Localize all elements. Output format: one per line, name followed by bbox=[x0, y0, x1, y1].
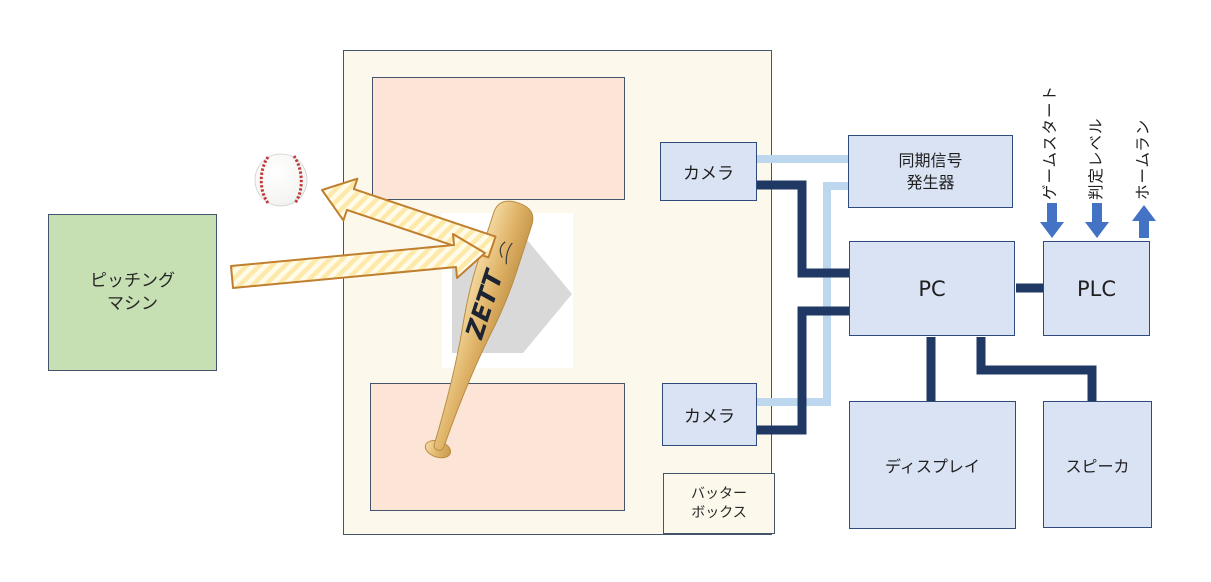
home-run-signal-label: ホームラン bbox=[1134, 118, 1152, 200]
plc-label: PLC bbox=[1076, 276, 1117, 301]
display-box: ディスプレイ bbox=[849, 401, 1016, 529]
camera-top-box: カメラ bbox=[660, 142, 757, 201]
wire-camera-top-to-pc bbox=[757, 180, 849, 278]
game-start-signal-label: ゲームスタート bbox=[1041, 84, 1059, 200]
judge-level-signal-label: 判定レベル bbox=[1087, 117, 1105, 200]
wire-camera-bottom-to-pc bbox=[757, 306, 849, 435]
plc-box: PLC bbox=[1043, 241, 1150, 336]
sync-signal-generator-box: 同期信号 発生器 bbox=[848, 135, 1013, 208]
batter-box-label-box: バッター ボックス bbox=[663, 473, 775, 534]
pc-label: PC bbox=[918, 276, 946, 301]
display-label: ディスプレイ bbox=[885, 457, 980, 476]
batter-box-label: バッター ボックス bbox=[691, 485, 747, 521]
pc-box: PC bbox=[849, 241, 1015, 336]
camera-bottom-box: カメラ bbox=[662, 383, 757, 446]
wire-pc-to-speaker bbox=[976, 337, 1097, 401]
camera-top-label: カメラ bbox=[683, 164, 734, 184]
pitching-machine-box: ピッチング マシン bbox=[48, 214, 217, 371]
camera-bottom-label: カメラ bbox=[684, 407, 735, 427]
wire-sync-to-camera-bottom bbox=[757, 182, 848, 406]
game-start-input-arrow bbox=[1040, 203, 1064, 238]
batter-zone-top bbox=[372, 77, 625, 200]
home-run-output-arrow bbox=[1132, 205, 1156, 238]
pitching-machine-label: ピッチング マシン bbox=[90, 270, 175, 314]
speaker-label: スピーカ bbox=[1065, 456, 1130, 476]
batter-zone-bottom bbox=[370, 383, 625, 511]
bat-signature-decoration bbox=[499, 241, 513, 265]
judge-level-input-arrow bbox=[1085, 203, 1109, 238]
speaker-box: スピーカ bbox=[1043, 401, 1152, 528]
pitched-ball-trajectory-arrow bbox=[230, 233, 486, 289]
baseball-image bbox=[254, 153, 308, 207]
sync-signal-generator-label: 同期信号 発生器 bbox=[898, 150, 963, 192]
